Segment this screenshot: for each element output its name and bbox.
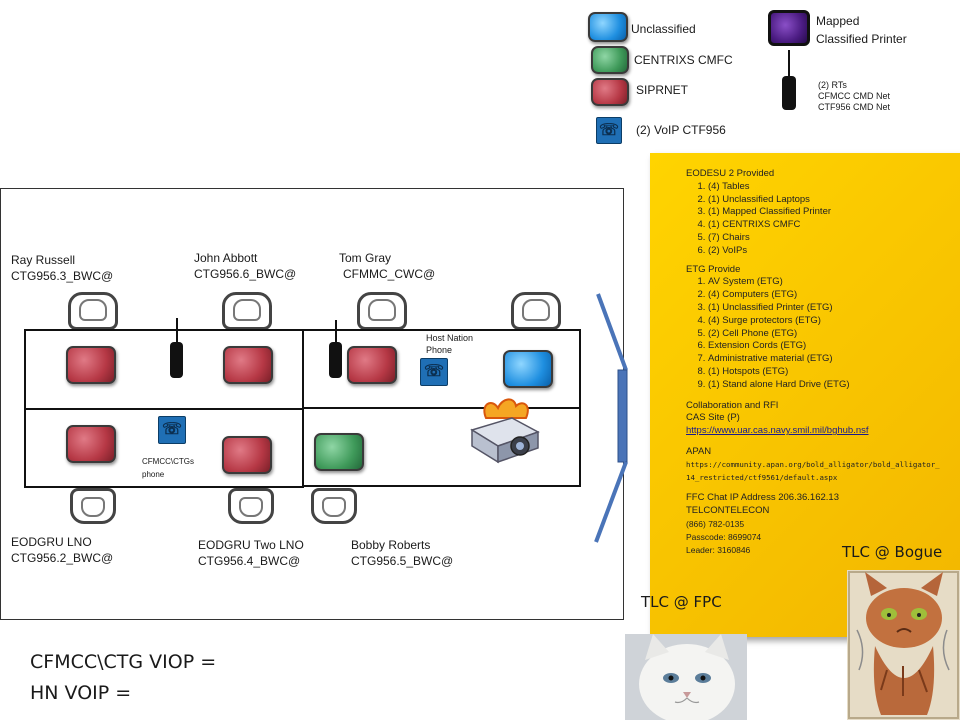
siprnet-laptop-3 <box>347 346 397 384</box>
radio-rt-1 <box>170 342 183 378</box>
seat-two-lno-id: CTG956.4_BWC@ <box>198 554 301 568</box>
eodesu-list: (4) Tables (1) Unclassified Laptops (1) … <box>686 181 958 258</box>
telecon-label: TELCONTELECON <box>686 505 770 517</box>
centrixs-laptop-1 <box>314 433 364 471</box>
chair-bottom-1 <box>70 488 116 524</box>
ffc-chat-ip: FFC Chat IP Address 206.36.162.13 <box>686 492 839 504</box>
white-cat-photo <box>625 634 747 720</box>
classified-printer-legend-icon <box>768 10 810 46</box>
legend-rts-label-1: (2) RTs <box>818 80 847 90</box>
unclassified-laptop-legend-icon <box>588 12 628 42</box>
cfmcc-voip-label: CFMCC\CTG VIOP = <box>30 651 217 673</box>
list-item: (2) Cell Phone (ETG) <box>708 328 958 341</box>
tlc-bogue-label: TLC @ Bogue <box>842 543 943 561</box>
collab-title: Collaboration and RFI <box>686 399 779 411</box>
list-item: (7) Chairs <box>708 232 958 245</box>
equipment-note-panel <box>650 153 960 637</box>
list-item: (1) Hotspots (ETG) <box>708 366 958 379</box>
legend-rts-label-3: CTF956 CMD Net <box>818 102 891 112</box>
cas-site-label: CAS Site (P) <box>686 412 740 424</box>
host-nation-phone-label-2: Phone <box>426 345 453 355</box>
host-nation-phone-label-1: Host Nation <box>426 333 474 343</box>
legend-printer-label-1: Mapped <box>816 14 860 28</box>
cfmcc-phone-label-1: CFMCC\CTGs <box>142 457 194 466</box>
list-item: AV System (ETG) <box>708 276 958 289</box>
apan-title: APAN <box>686 445 712 457</box>
siprnet-laptop-1 <box>66 346 116 384</box>
projection-screen <box>594 293 628 543</box>
list-item: Administrative material (ETG) <box>708 353 958 366</box>
radio-antenna-2 <box>335 320 337 342</box>
radio-rt-2 <box>329 342 342 378</box>
etg-list: AV System (ETG) (4) Computers (ETG) (1) … <box>686 276 958 391</box>
phone-handset-icon: ☏ <box>598 122 619 139</box>
seat-lno-name: EODGRU LNO <box>11 535 92 549</box>
phone-handset-icon: ☏ <box>161 421 182 438</box>
seat-john-name: John Abbott <box>194 251 258 265</box>
chair-bottom-2 <box>228 488 274 524</box>
legend-centrixs-label: CENTRIXS CMFC <box>634 53 733 67</box>
legend-rts-label-2: CFMCC CMD Net <box>818 91 890 101</box>
list-item: (1) Unclassified Printer (ETG) <box>708 302 958 315</box>
phone-handset-icon: ☏ <box>423 363 444 380</box>
equipment-note-content: EODESU 2 Provided (4) Tables (1) Unclass… <box>686 168 958 556</box>
siprnet-laptop-legend-icon <box>591 78 629 106</box>
seat-bobby-id: CTG956.5_BWC@ <box>351 554 454 568</box>
cfmcc-phone-label-2: phone <box>142 470 165 479</box>
seat-two-lno-name: EODGRU Two LNO <box>198 538 304 552</box>
siprnet-laptop-5 <box>222 436 272 474</box>
seat-lno-id: CTG956.2_BWC@ <box>11 551 114 565</box>
centrixs-laptop-legend-icon <box>591 46 629 74</box>
apan-link-1[interactable]: https://community.apan.org/bold_alligato… <box>686 459 940 469</box>
telecon-leader: Leader: 3160846 <box>686 544 751 555</box>
list-item: Extension Cords (ETG) <box>708 340 958 353</box>
hn-voip-label: HN VOIP = <box>30 682 132 704</box>
legend-unclassified-label: Unclassified <box>631 22 696 36</box>
tlc-fpc-label: TLC @ FPC <box>641 593 722 611</box>
legend-printer-label-2: Classified Printer <box>816 32 907 46</box>
siprnet-laptop-4 <box>66 425 116 463</box>
seat-tom-id: CFMMC_CWC@ <box>343 267 436 281</box>
list-item: (1) CENTRIXS CMFC <box>708 219 958 232</box>
chair-top-1 <box>68 292 118 330</box>
host-nation-phone-icon: ☏ <box>420 358 448 386</box>
seat-tom-name: Tom Gray <box>339 251 392 265</box>
list-item: (1) Mapped Classified Printer <box>708 206 958 219</box>
cas-site-link[interactable]: https://www.uar.cas.navy.smil.mil/bghub.… <box>686 425 869 437</box>
siprnet-laptop-2 <box>223 346 273 384</box>
voip-phone-legend-icon: ☏ <box>596 117 622 144</box>
telecon-passcode: Passcode: 8699074 <box>686 531 762 542</box>
chair-top-3 <box>357 292 407 330</box>
seat-ray-name: Ray Russell <box>11 253 76 267</box>
list-item: (4) Tables <box>708 181 958 194</box>
radio-antenna-1 <box>176 318 178 342</box>
list-item: (1) Stand alone Hard Drive (ETG) <box>708 379 958 392</box>
legend-voip-label: (2) VoIP CTF956 <box>636 123 726 137</box>
list-item: (4) Surge protectors (ETG) <box>708 315 958 328</box>
radio-rt-legend-icon <box>782 76 796 110</box>
apan-link-2[interactable]: 14_restricted/ctf9561/default.aspx <box>686 472 838 482</box>
seat-john-id: CTG956.6_BWC@ <box>194 267 297 281</box>
seat-bobby-name: Bobby Roberts <box>351 538 431 552</box>
legend-siprnet-label: SIPRNET <box>636 83 689 97</box>
etg-title: ETG Provide <box>686 263 741 275</box>
list-item: (2) VoIPs <box>708 245 958 258</box>
cfmcc-phone-icon: ☏ <box>158 416 186 444</box>
projector-icon <box>470 398 540 464</box>
telecon-phone: (866) 782-0135 <box>686 518 745 529</box>
eodesu-title: EODESU 2 Provided <box>686 168 775 179</box>
chair-bottom-3 <box>311 488 357 524</box>
chair-top-2 <box>222 292 272 330</box>
list-item: (4) Computers (ETG) <box>708 289 958 302</box>
scruffy-cat-photo <box>847 570 960 720</box>
seat-ray-id: CTG956.3_BWC@ <box>11 269 114 283</box>
unclassified-laptop-1 <box>503 350 553 388</box>
list-item: (1) Unclassified Laptops <box>708 194 958 207</box>
chair-top-4 <box>511 292 561 330</box>
radio-antenna-legend <box>788 50 790 76</box>
